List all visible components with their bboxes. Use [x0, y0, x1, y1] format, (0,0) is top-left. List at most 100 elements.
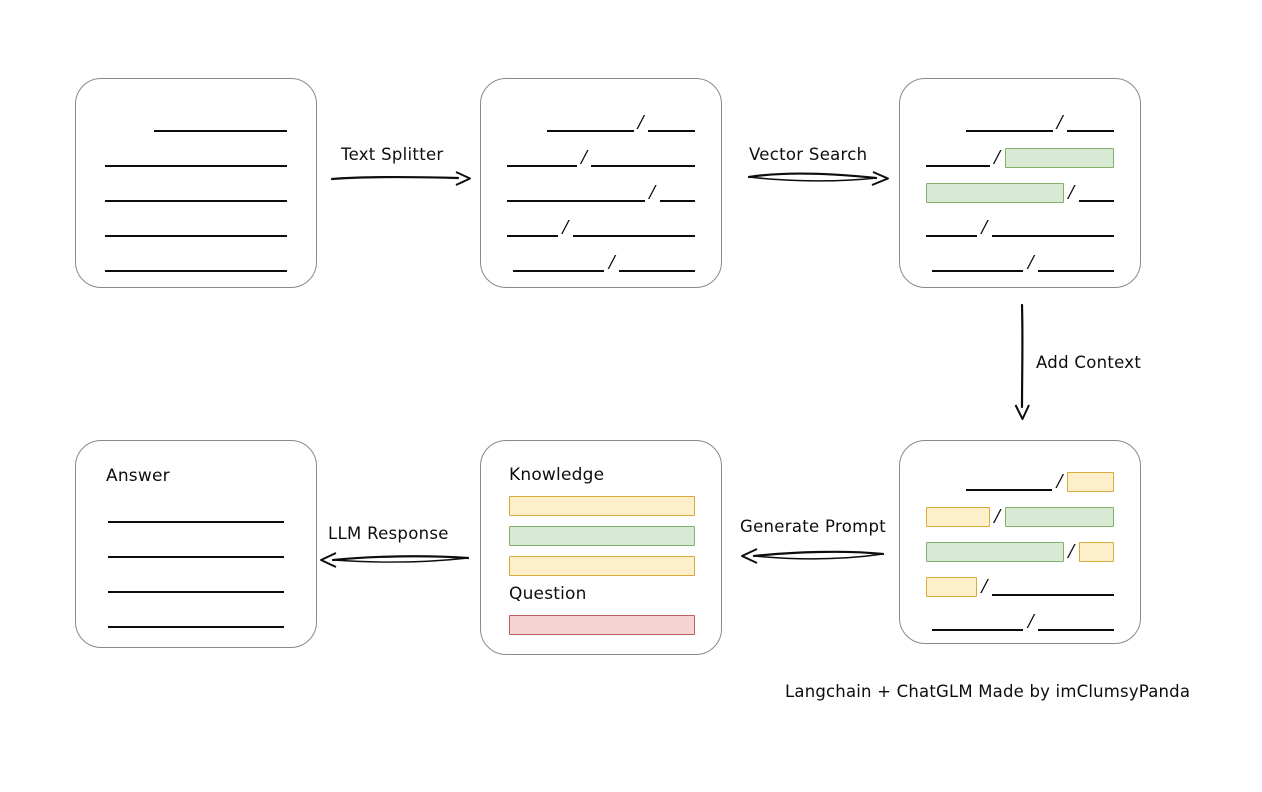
text-line-segment — [507, 147, 577, 169]
text-line-row: / — [926, 180, 1115, 204]
text-line-row: / — [926, 504, 1114, 528]
segment-separator-slash: / — [981, 574, 988, 598]
knowledge-label: Knowledge — [509, 465, 605, 485]
text-line-segment — [105, 252, 287, 274]
text-line-segment — [1038, 252, 1114, 274]
text-line-segment — [108, 573, 284, 595]
text-line-row: / — [926, 145, 1114, 169]
text-line-segment — [507, 217, 558, 239]
prompt-box: Knowledge Question — [480, 440, 722, 655]
segment-separator-slash: / — [608, 250, 615, 274]
highlighted-segment-yellow — [1066, 472, 1114, 492]
add-context-arrow — [1014, 303, 1030, 420]
text-line-row: / — [926, 539, 1114, 563]
answer-box: Answer — [75, 440, 317, 648]
segment-separator-slash: / — [1056, 469, 1063, 493]
segment-separator-slash: / — [1068, 539, 1075, 563]
text-line-row: / — [926, 215, 1115, 239]
highlighted-segment-green — [1004, 148, 1114, 168]
text-line-row — [105, 217, 287, 239]
text-line-row: / — [507, 110, 696, 134]
context-added-rows: / / / / / — [900, 441, 1140, 643]
text-line-row — [105, 182, 287, 204]
text-line-segment — [1038, 611, 1114, 633]
text-line-segment — [105, 217, 287, 239]
split-chunks-box: / / / / / — [480, 78, 722, 288]
footer-credit: Langchain + ChatGLM Made by imClumsyPand… — [785, 682, 1191, 701]
text-line-row — [105, 112, 287, 134]
text-line-segment — [591, 147, 695, 169]
text-line-row: / — [926, 469, 1114, 493]
segment-separator-slash: / — [994, 145, 1000, 169]
text-line-row: / — [926, 609, 1114, 633]
text-line-row — [108, 573, 284, 595]
vector-matches-rows: / / / / / — [900, 79, 1140, 287]
text-line-segment — [931, 252, 1024, 274]
text-line-row — [108, 608, 284, 630]
highlighted-segment-yellow — [926, 507, 990, 527]
segment-separator-slash: / — [1027, 250, 1034, 274]
arrow-label-llm-response: LLM Response — [328, 524, 449, 543]
source-document-rows — [76, 79, 316, 287]
segment-separator-slash: / — [1068, 180, 1075, 204]
text-line-row: / — [507, 180, 696, 204]
text-line-segment — [966, 112, 1053, 134]
answer-rows — [76, 441, 316, 647]
source-document-box — [75, 78, 317, 288]
text-line-segment — [108, 608, 284, 630]
text-line-row: / — [926, 250, 1114, 274]
text-line-segment — [512, 252, 605, 274]
generate-prompt-arrow — [741, 548, 885, 564]
text-line-row: / — [507, 215, 696, 239]
vector-matches-box: / / / / / — [899, 78, 1141, 288]
text-line-segment — [647, 112, 696, 134]
highlighted-segment-green — [926, 542, 1064, 562]
segment-separator-slash: / — [562, 215, 569, 239]
text-line-row — [105, 147, 287, 169]
text-line-segment — [619, 252, 695, 274]
text-line-row: / — [926, 574, 1115, 598]
segment-separator-slash: / — [994, 504, 1001, 528]
text-line-segment — [991, 576, 1115, 598]
arrow-label-add-context: Add Context — [1036, 353, 1142, 372]
split-chunks-rows: / / / / / — [481, 79, 721, 287]
text-line-row: / — [507, 250, 695, 274]
text-line-segment — [105, 182, 287, 204]
text-line-segment — [926, 147, 990, 169]
text-line-row: / — [507, 145, 695, 169]
text-line-segment — [991, 217, 1115, 239]
text-line-segment — [966, 471, 1053, 493]
highlighted-segment-yellow — [926, 577, 978, 597]
segment-separator-slash: / — [1027, 609, 1034, 633]
text-line-segment — [1066, 112, 1115, 134]
text-line-segment — [108, 538, 284, 560]
text-line-segment — [154, 112, 287, 134]
text-line-segment — [572, 217, 696, 239]
segment-separator-slash: / — [649, 180, 656, 204]
segment-separator-slash: / — [637, 110, 644, 134]
text-line-segment — [926, 217, 977, 239]
arrow-label-text-splitter: Text Splitter — [341, 145, 444, 164]
prompt-bar-green — [509, 526, 695, 546]
prompt-bar-red — [509, 615, 695, 635]
arrow-label-vector-search: Vector Search — [749, 145, 868, 164]
text-line-row: / — [926, 111, 1115, 134]
highlighted-segment-green — [1004, 507, 1114, 527]
highlighted-segment-green — [926, 183, 1064, 203]
text-line-row — [108, 503, 284, 525]
text-line-row — [105, 252, 287, 274]
answer-label: Answer — [106, 466, 170, 486]
question-label: Question — [509, 584, 587, 604]
text-line-segment — [507, 182, 645, 204]
vector-search-arrow — [747, 171, 889, 186]
text-line-segment — [108, 503, 284, 525]
text-line-segment — [547, 112, 634, 134]
segment-separator-slash: / — [981, 215, 988, 239]
highlighted-segment-yellow — [1078, 542, 1114, 562]
text-line-row — [108, 538, 284, 560]
context-added-box: / / / / / — [899, 440, 1141, 644]
text-line-segment — [105, 147, 287, 169]
segment-separator-slash: / — [581, 145, 587, 169]
prompt-bar-yellow — [509, 496, 695, 516]
